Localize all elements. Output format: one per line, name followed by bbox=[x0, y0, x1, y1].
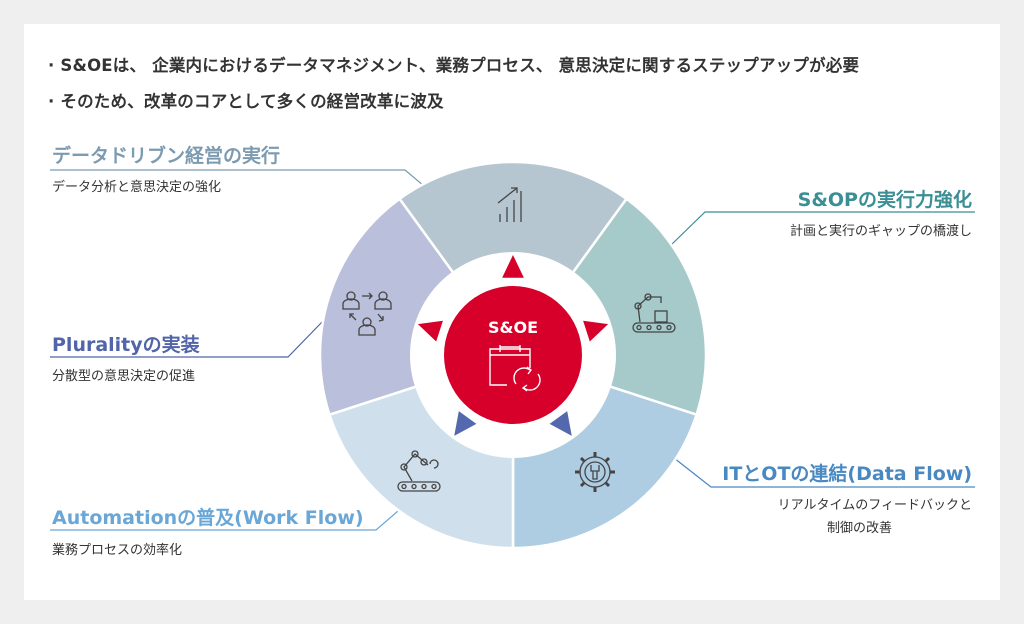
subtitle-itot-line1: リアルタイムのフィードバックと bbox=[777, 498, 972, 513]
subtitle-automation: 業務プロセスの効率化 bbox=[52, 543, 183, 558]
robot-arm-conveyor-icon bbox=[632, 293, 676, 333]
title-automation: Automationの普及(Work Flow) bbox=[52, 507, 364, 529]
connector-plurality bbox=[50, 319, 325, 358]
connector-sop bbox=[669, 211, 975, 247]
direction-arrow-icon bbox=[502, 255, 524, 278]
direction-arrow-icon bbox=[583, 320, 609, 342]
title-plurality: Pluralityの実装 bbox=[52, 334, 200, 356]
direction-arrow-icon bbox=[549, 411, 572, 436]
subtitle-plurality: 分散型の意思決定の促進 bbox=[52, 369, 196, 384]
direction-arrow-icon bbox=[417, 320, 443, 342]
robot-arm-icon bbox=[397, 450, 441, 492]
connector-itot bbox=[673, 457, 975, 488]
subtitle-data-driven: データ分析と意思決定の強化 bbox=[52, 180, 222, 195]
calendar-refresh-icon bbox=[489, 345, 541, 392]
gear-wrench-icon bbox=[575, 452, 615, 492]
center-label: S&OE bbox=[487, 318, 538, 337]
title-itot: ITとOTの連結(Data Flow) bbox=[722, 463, 972, 485]
bullet-2: · そのため、改革のコアとして多くの経営改革に波及 bbox=[48, 92, 444, 111]
direction-arrow-icon bbox=[454, 411, 477, 436]
subtitle-itot-line2: 制御の改善 bbox=[826, 521, 892, 536]
title-data-driven: データドリブン経営の実行 bbox=[52, 145, 281, 167]
subtitle-sop: 計画と実行のギャップの橋渡し bbox=[789, 224, 972, 239]
bar-chart-growth-icon bbox=[497, 187, 522, 222]
bullet-1: · S&OEは、 企業内におけるデータマネジメント、業務プロセス、 意思決定に関… bbox=[48, 56, 860, 75]
title-sop: S&OPの実行力強化 bbox=[797, 189, 972, 211]
connector-automation bbox=[50, 510, 399, 531]
connector-data-driven bbox=[50, 169, 425, 187]
people-network-icon bbox=[342, 291, 392, 336]
